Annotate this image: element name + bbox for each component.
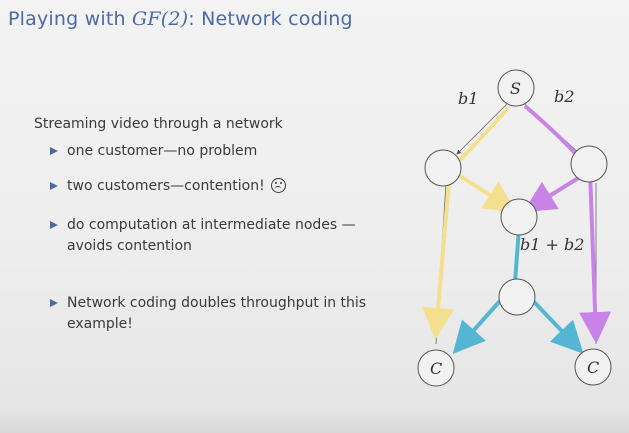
bullet-text: do computation at intermediate nodes — a… [67, 215, 356, 257]
edge-label-b2: b2 [554, 87, 574, 106]
coding-node [500, 198, 538, 236]
edge-label-b1: b1 [458, 89, 478, 108]
bullet-text: two customers—contention! [67, 176, 286, 197]
coded-label: b1 + b2 [520, 235, 584, 254]
bullet-line-2: avoids contention [67, 238, 192, 254]
bullet-line-1: do computation at intermediate nodes — [67, 217, 356, 233]
title-prefix: Playing with [8, 8, 132, 30]
bullet-marker-icon [50, 147, 58, 155]
bullet-marker-icon [50, 299, 58, 307]
relay-node [498, 278, 536, 316]
sink-node-left [417, 349, 455, 387]
source-node [497, 69, 535, 107]
sink-label-right: C [587, 358, 599, 377]
sink-label-left: C [430, 359, 442, 378]
right-intermediate-node [570, 145, 608, 183]
bullet-marker-icon [50, 182, 58, 190]
flow-coded-down [513, 227, 521, 283]
flow-b1-center [452, 170, 517, 213]
bullet-throughput: Network coding doubles throughput in thi… [50, 293, 366, 335]
flow-b1-left [422, 106, 510, 340]
source-label: S [510, 79, 521, 98]
title-math: GF(2) [132, 8, 189, 30]
bullet-line-2: example! [67, 316, 133, 332]
network-coding-diagram: S b1 b2 b1 + b2 C C [417, 69, 612, 387]
intro-text: Streaming video through a network [34, 116, 283, 132]
edge-s-left [456, 103, 508, 155]
bullet-text-part: two customers—contention! [67, 178, 265, 194]
bullet-text: one customer—no problem [67, 143, 258, 159]
bullet-two-customers: two customers—contention! [50, 176, 286, 197]
bullet-one-customer: one customer—no problem [50, 141, 257, 162]
left-intermediate-node [424, 149, 462, 187]
bottom-bar [0, 408, 629, 433]
sink-node-right [574, 348, 612, 386]
bullet-line-1: Network coding doubles throughput in thi… [67, 295, 367, 311]
slide-title: Playing with GF(2): Network coding [8, 8, 353, 30]
bullet-marker-icon [50, 221, 58, 229]
bullet-text: Network coding doubles throughput in thi… [67, 293, 366, 335]
title-suffix: : Network coding [188, 8, 353, 30]
frown-face-icon [270, 178, 286, 193]
bullet-computation: do computation at intermediate nodes — a… [50, 215, 356, 257]
